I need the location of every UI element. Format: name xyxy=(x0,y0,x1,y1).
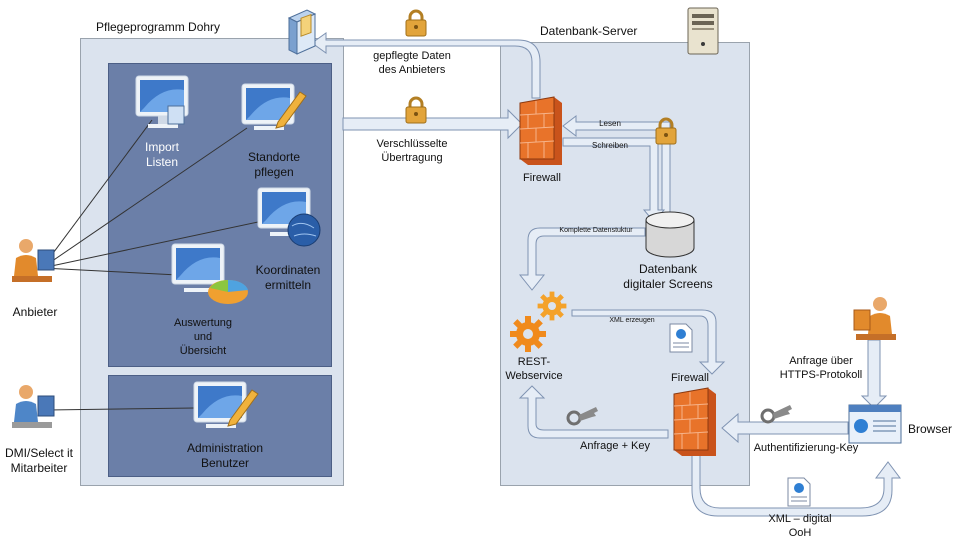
browser-window-icon xyxy=(848,404,902,444)
gear-icon-large xyxy=(510,316,546,352)
server-title: Datenbank-Server xyxy=(540,24,638,38)
label-anbieter: Anbieter xyxy=(12,305,58,319)
person-at-computer-icon-browser xyxy=(853,297,896,340)
label-xml-erzeugen: XML erzeugen xyxy=(609,317,655,324)
database-icon xyxy=(645,211,695,258)
label-firewall-top: Firewall xyxy=(523,172,561,184)
label-standorte-pflegen: Standorte pflegen xyxy=(247,150,301,179)
key-icon-request xyxy=(566,407,598,426)
monitor-icon-import xyxy=(135,75,189,128)
gear-icon-small xyxy=(537,291,567,321)
person-at-computer-icon-anbieter xyxy=(12,239,55,282)
firewall-icon-top xyxy=(519,96,562,165)
label-rest-webservice: REST- Webservice xyxy=(505,356,563,382)
key-icon-auth xyxy=(760,405,792,424)
label-xml-digital-ooh: XML – digital OoH xyxy=(768,513,832,539)
label-verschluesselte-uebertragung: Verschlüsselte Übertragung xyxy=(376,138,448,164)
label-lesen: Lesen xyxy=(599,119,621,128)
label-schreiben: Schreiben xyxy=(591,141,629,150)
lock-icon-db xyxy=(655,117,677,145)
xml-document-icon xyxy=(669,323,693,353)
label-browser: Browser xyxy=(907,422,952,436)
label-datenbank: Datenbank digitaler Screens xyxy=(623,262,713,291)
label-authentifizierung-key: Authentifizierung-Key xyxy=(753,442,859,454)
label-firewall-bottom: Firewall xyxy=(671,372,709,384)
lock-icon xyxy=(405,9,427,37)
monitor-icon-standorte xyxy=(241,83,307,130)
pflegeprogramm-title: Pflegeprogramm Dohry xyxy=(96,20,221,34)
arrow-gepflegte-daten xyxy=(311,32,541,99)
label-auswertung-uebersicht: Auswertung und Übersicht xyxy=(173,317,233,357)
monitor-icon-auswertung xyxy=(171,243,248,304)
label-import-listen: Import Listen xyxy=(144,140,179,169)
label-komplette-datenstruktur: Komplette Datenstuktur xyxy=(559,227,633,234)
server-tower-icon xyxy=(687,7,719,55)
label-anfrage-https: Anfrage über HTTPS-Protokoll xyxy=(779,355,863,381)
label-administration-benutzer: Administration Benutzer xyxy=(186,441,264,470)
monitor-icon-administration xyxy=(193,381,259,428)
person-at-computer-icon-mitarbeiter xyxy=(12,385,55,428)
label-koordinaten-ermitteln: Koordinaten ermitteln xyxy=(255,263,321,292)
firewall-icon-bottom xyxy=(673,387,716,456)
xml-document-icon-ooh xyxy=(787,477,811,507)
arrow-verschluesselte-uebertragung xyxy=(342,108,523,140)
device-icon xyxy=(287,9,317,55)
label-gepflegte-daten: gepflegte Daten des Anbieters xyxy=(373,50,451,76)
label-anfrage-key: Anfrage + Key xyxy=(579,440,651,452)
label-dmi-mitarbeiter: DMI/Select it Mitarbeiter xyxy=(4,446,73,475)
monitor-icon-koordinaten xyxy=(257,187,321,247)
lock-icon-transfer xyxy=(405,96,427,124)
